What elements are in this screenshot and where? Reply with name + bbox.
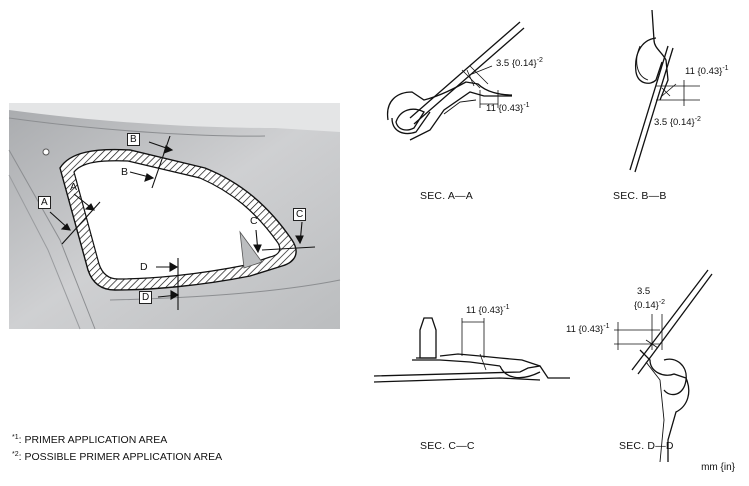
section-bb-title: SEC. B—B — [613, 190, 667, 202]
callout-d-inner: D — [140, 261, 148, 273]
dim-bb-width: 11 {0.43}-1 — [685, 65, 729, 77]
section-bb-dimensions — [656, 80, 700, 106]
window-opening — [73, 160, 281, 280]
section-dd-drawing — [631, 269, 713, 463]
legend-note-2: *2: POSSIBLE PRIMER APPLICATION AREA — [12, 451, 223, 463]
callout-b-inner: B — [121, 166, 129, 178]
callout-c-outer: C — [293, 208, 307, 221]
callout-c-inner: C — [250, 215, 258, 227]
section-aa-drawing — [386, 21, 525, 141]
dim-dd-width: 11 {0.43}-1 — [566, 323, 610, 335]
section-cc-dimensions — [461, 318, 487, 371]
dim-dd-gap-top: 3.5 — [637, 286, 651, 297]
dim-aa-width: 11 {0.43}-1 — [486, 102, 530, 114]
section-dd-title: SEC. D—D — [619, 440, 674, 452]
legend-note-1: *1: PRIMER APPLICATION AREA — [12, 434, 168, 446]
section-cc-drawing — [373, 317, 570, 383]
dim-bb-gap: 3.5 {0.14}-2 — [654, 116, 701, 128]
quarter-panel-illustration — [8, 103, 341, 330]
callout-d-outer: D — [139, 291, 153, 304]
section-bb-drawing — [629, 9, 674, 173]
callout-a-inner: A — [70, 181, 78, 193]
roof-highlight — [9, 103, 340, 132]
callout-a-outer: A — [38, 196, 51, 209]
section-cc-title: SEC. C—C — [420, 440, 475, 452]
callout-b-outer: B — [127, 133, 140, 146]
section-aa-dimensions — [461, 65, 499, 108]
section-dd-dimensions — [614, 314, 663, 350]
dim-dd-gap-bottom: {0.14}-2 — [634, 299, 666, 311]
callout-arrows — [49, 141, 304, 300]
dim-aa-gap: 3.5 {0.14}-2 — [496, 57, 543, 69]
unit-label: mm {in} — [701, 462, 735, 473]
dim-cc-width: 11 {0.43}-1 — [466, 304, 510, 316]
section-aa-title: SEC. A—A — [420, 190, 473, 202]
